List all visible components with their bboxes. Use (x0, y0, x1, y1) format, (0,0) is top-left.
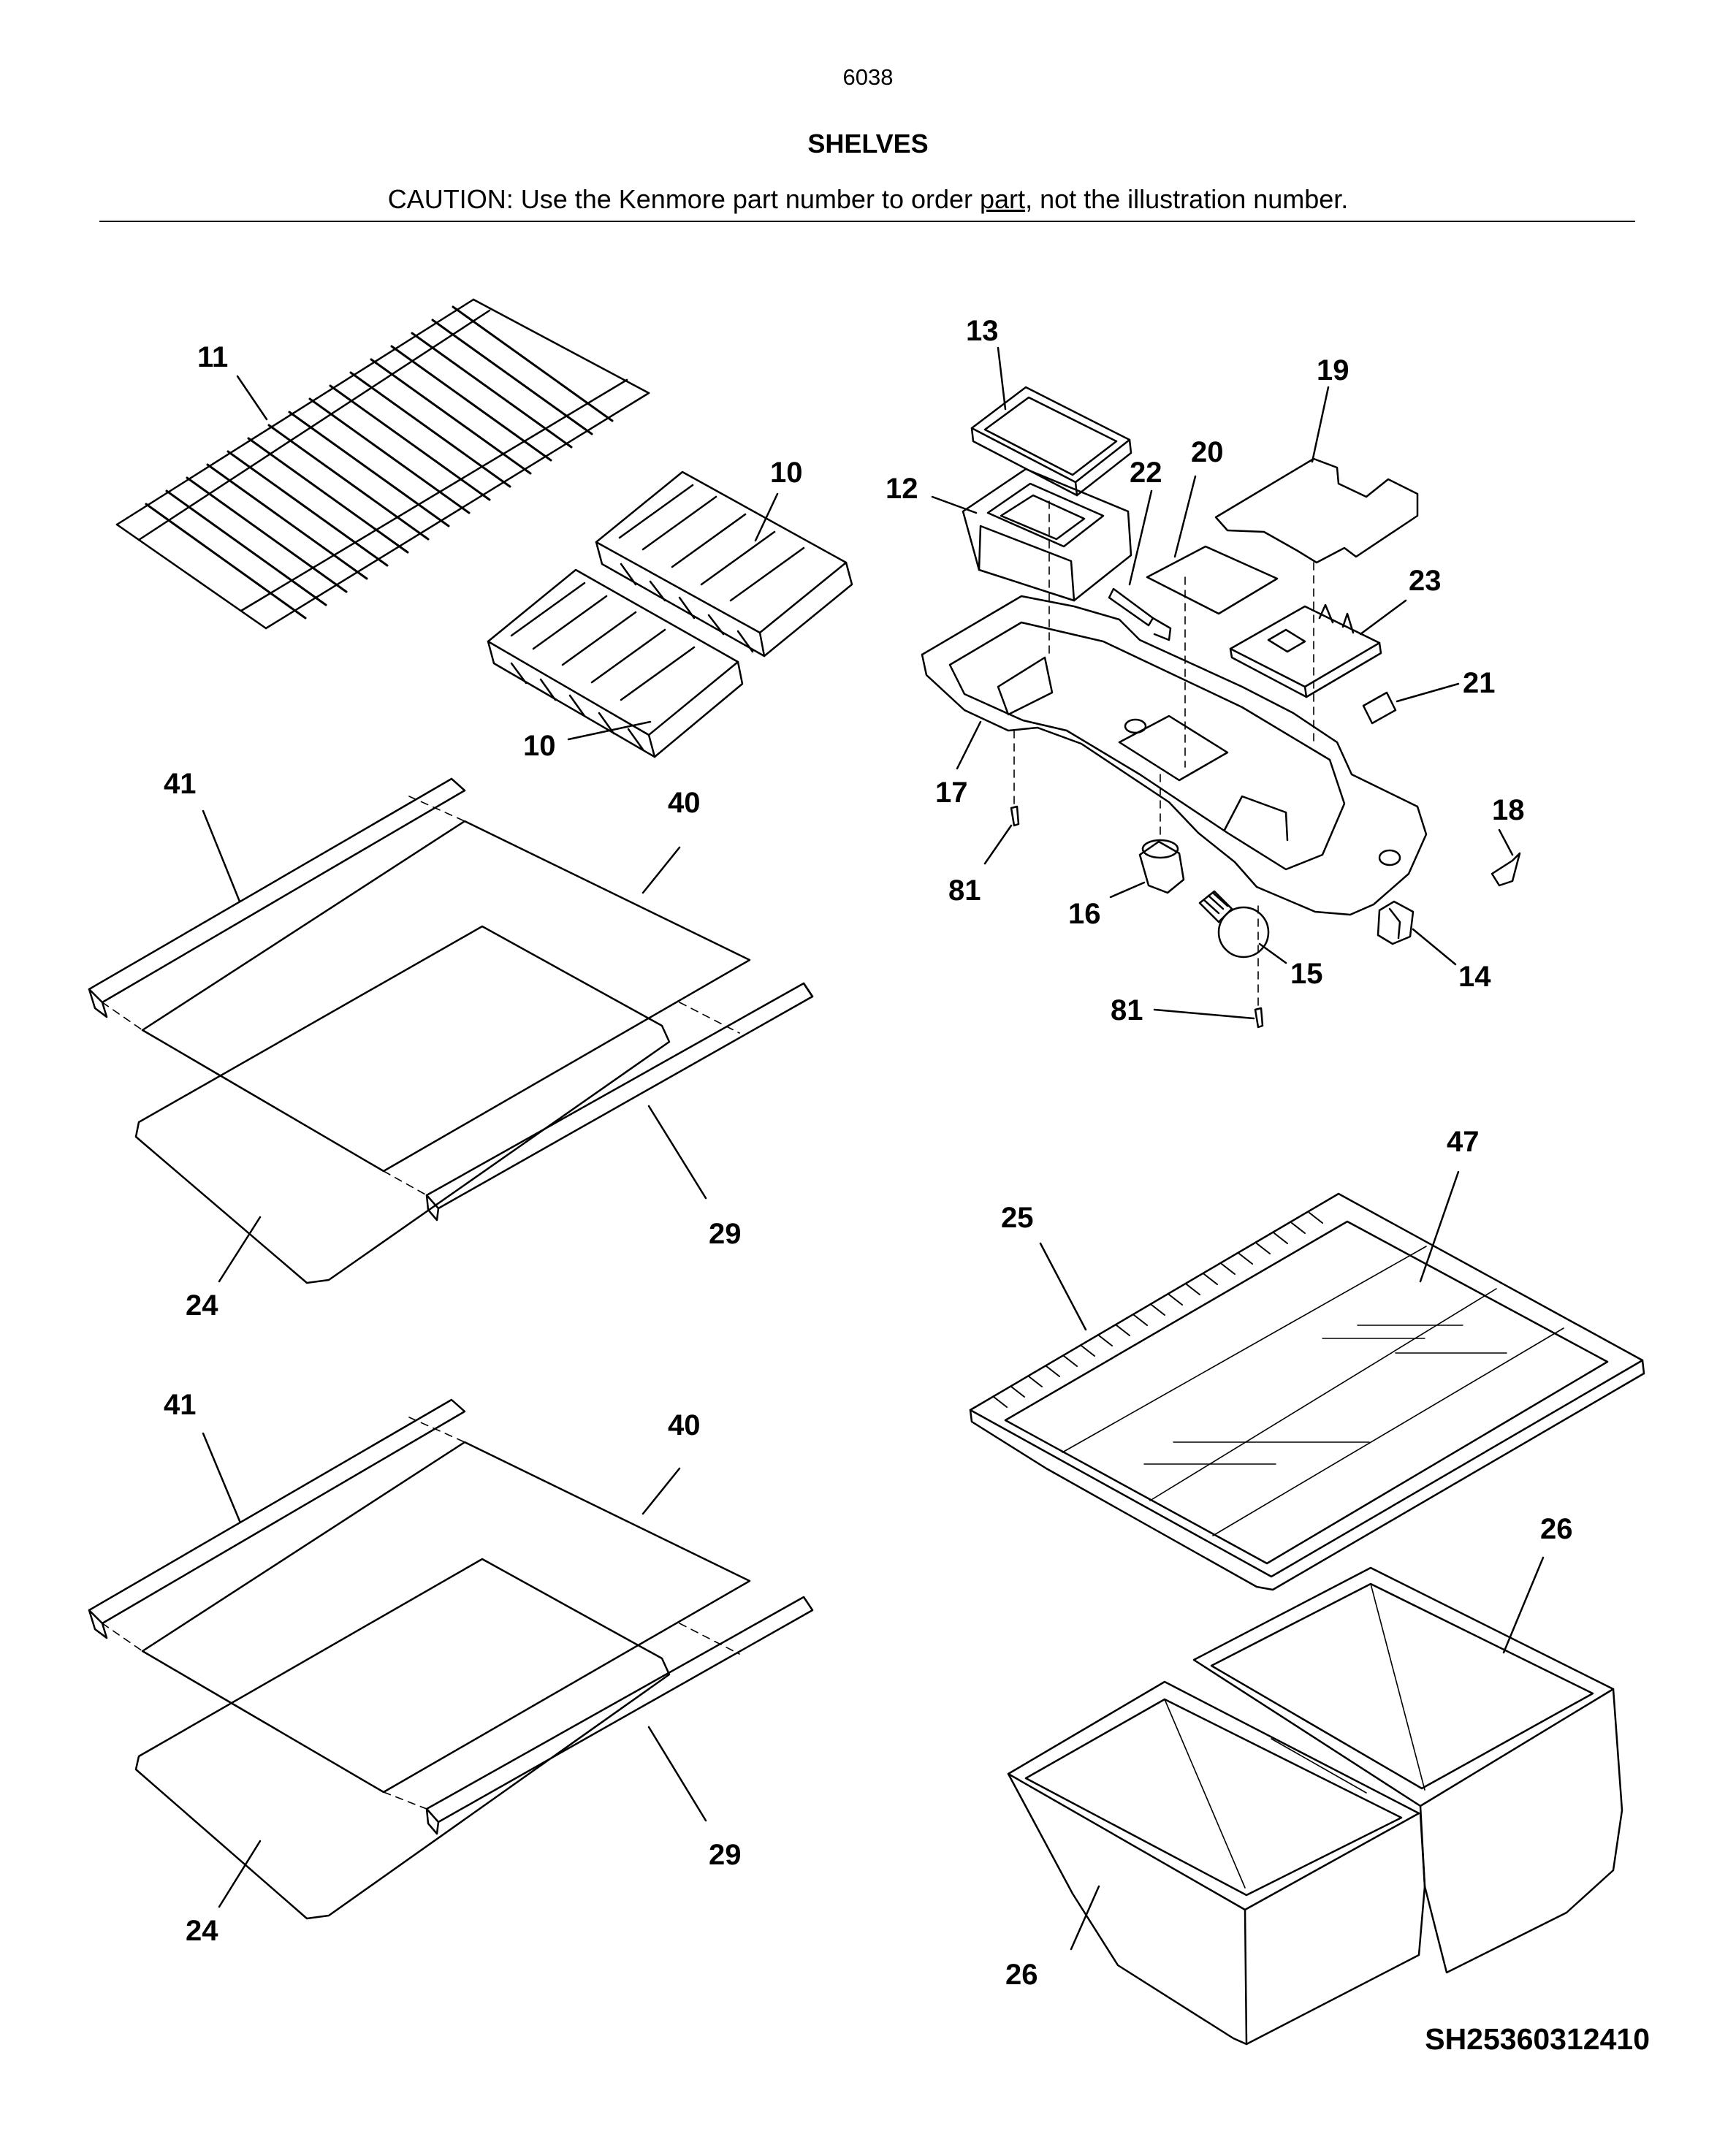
caution-prefix: CAUTION: Use the Kenmore part number to … (387, 184, 981, 214)
callout-17: 17 (935, 777, 968, 809)
wire-shelf-part (115, 298, 650, 630)
crisper-cover-part (969, 1192, 1645, 1591)
callout-19: 19 (1317, 354, 1349, 386)
callout-81: 81 (1111, 994, 1143, 1026)
diagram-reference-code: SH25360312410 (1425, 2022, 1650, 2056)
callout-21: 21 (1463, 667, 1496, 699)
callout-40: 40 (668, 1409, 701, 1441)
callout-24: 24 (186, 1289, 218, 1322)
glass-shelf-assembly-upper (88, 777, 814, 1284)
callout-41: 41 (164, 1389, 197, 1421)
callout-29: 29 (709, 1839, 742, 1871)
callout-23: 23 (1409, 565, 1442, 597)
callout-12: 12 (886, 473, 918, 505)
callout-13: 13 (966, 315, 999, 347)
callout-14: 14 (1458, 961, 1491, 993)
glass-shelf-assembly-lower (88, 1398, 814, 1920)
caution-note: CAUTION: Use the Kenmore part number to … (0, 184, 1736, 215)
callout-24: 24 (186, 1915, 218, 1947)
callout-47: 47 (1447, 1126, 1480, 1158)
callout-leader-lines (202, 346, 1545, 1951)
callout-41: 41 (164, 768, 197, 800)
page-number: 6038 (842, 64, 894, 90)
callout-20: 20 (1191, 436, 1224, 468)
callout-labels: 11 10 10 13 12 22 20 19 23 21 17 18 81 1… (164, 315, 1573, 1991)
caution-underlined-word: part (980, 184, 1026, 214)
callout-29: 29 (709, 1218, 742, 1250)
callout-15: 15 (1290, 958, 1323, 990)
control-housing-assembly (921, 386, 1521, 1029)
ice-tray-part (487, 470, 853, 758)
page-title: SHELVES (807, 129, 929, 159)
callout-26: 26 (1540, 1513, 1573, 1545)
callout-10: 10 (523, 730, 556, 762)
caution-suffix: , not the illustration number. (1025, 184, 1349, 214)
callout-25: 25 (1001, 1202, 1034, 1234)
callout-40: 40 (668, 787, 701, 819)
callout-81: 81 (948, 874, 981, 907)
crisper-drawer-part (1007, 1566, 1623, 2046)
header-rule (99, 221, 1635, 222)
callout-11: 11 (197, 341, 228, 373)
callout-22: 22 (1130, 457, 1162, 489)
callout-16: 16 (1068, 898, 1101, 930)
callout-10: 10 (770, 457, 803, 489)
callout-18: 18 (1492, 794, 1525, 826)
callout-26: 26 (1005, 1959, 1038, 1991)
